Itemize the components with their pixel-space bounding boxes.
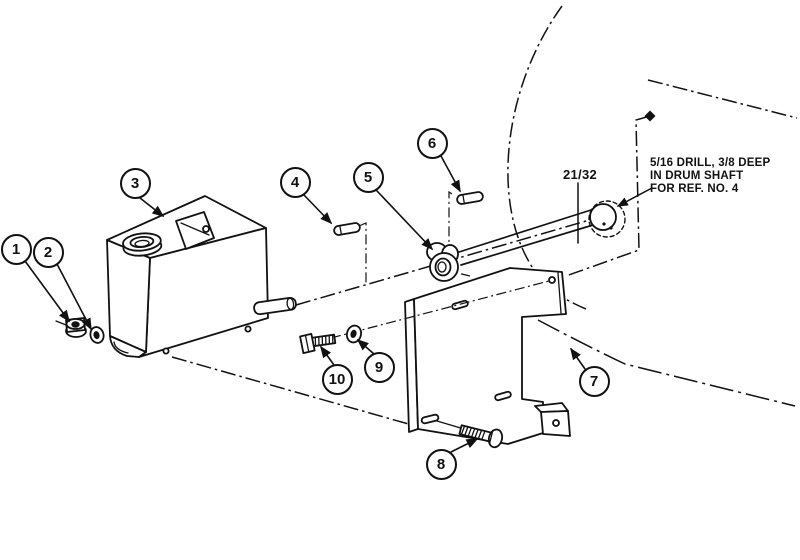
bracket-tab-hole [552,419,560,427]
tank-top-notch [175,211,215,250]
drill-note-leader [616,187,653,207]
pin4-insertion-path [358,222,367,284]
leader-10 [320,345,335,366]
tank-to-bracket-alignment-line [171,356,413,426]
shaft-upper-edge [458,209,592,253]
stud-tick-line [55,320,67,326]
drum-shaft-end [588,200,626,238]
bracket-slot-bottom [420,413,440,425]
callout-10: 10 [321,363,353,395]
drill-note-line-1: 5/16 DRILL, 3/8 DEEP [650,157,771,169]
shaft-lower-edge [460,224,594,266]
shaft-collar [426,242,459,282]
leader-7 [570,347,586,370]
callout-8: 8 [425,448,457,480]
drill-note-line-3: FOR REF. NO. 4 [650,183,739,195]
drum-outline [507,5,587,310]
bolt-10 [299,332,337,355]
mounting-bracket [404,267,571,445]
pin-4 [333,222,361,236]
drilled-hole-circle [588,200,626,238]
tank-mount-hole-right [244,325,252,333]
reservoir-tank [106,195,297,358]
leader-6 [440,155,461,193]
bracket-arm-hole [548,276,556,284]
washer-9 [345,324,363,344]
pin-6 [456,191,484,205]
leader-2 [56,263,92,331]
pin6-insertion-path [448,190,471,277]
callout-3: 3 [119,167,151,199]
drum-face-reference-line [565,115,651,277]
leader-5 [376,190,434,251]
leader-3 [139,197,165,217]
callout-2: 2 [32,236,64,268]
tank-bottom-flange [109,335,147,358]
callout-6: 6 [416,127,448,159]
leader-4 [302,193,333,225]
leader-1 [24,260,70,323]
frame-centerline-top [647,79,798,119]
bolt8-insertion-line [436,420,465,430]
drill-note-line-2: IN DRUM SHAFT [650,170,744,182]
callout-leaders [24,155,586,453]
bracket-arm-fold [557,272,562,314]
washer-small [89,326,105,344]
filler-neck [122,232,163,257]
shaft-end-circle [589,203,617,231]
tank-outlet-tube [253,296,297,316]
frame-member-curve [537,319,796,407]
callout-5: 5 [352,161,384,193]
callout-7: 7 [578,365,610,397]
leader-8 [450,438,479,453]
bolt-8 [458,424,504,449]
reference-diamond-marker [644,110,656,122]
leader-9 [356,338,375,355]
nut [65,317,87,338]
dimension-label: 21/32 [562,167,598,182]
notch-tab-hole [202,225,210,233]
drill-note: 5/16 DRILL, 3/8 DEEP IN DRUM SHAFT FOR R… [650,157,770,196]
bracket-slot-mid [494,390,512,402]
callout-1: 1 [0,233,32,265]
tank-left-face [106,239,151,353]
callout-9: 9 [363,351,395,383]
callout-4: 4 [279,166,311,198]
tank-mount-hole-left [162,347,170,355]
